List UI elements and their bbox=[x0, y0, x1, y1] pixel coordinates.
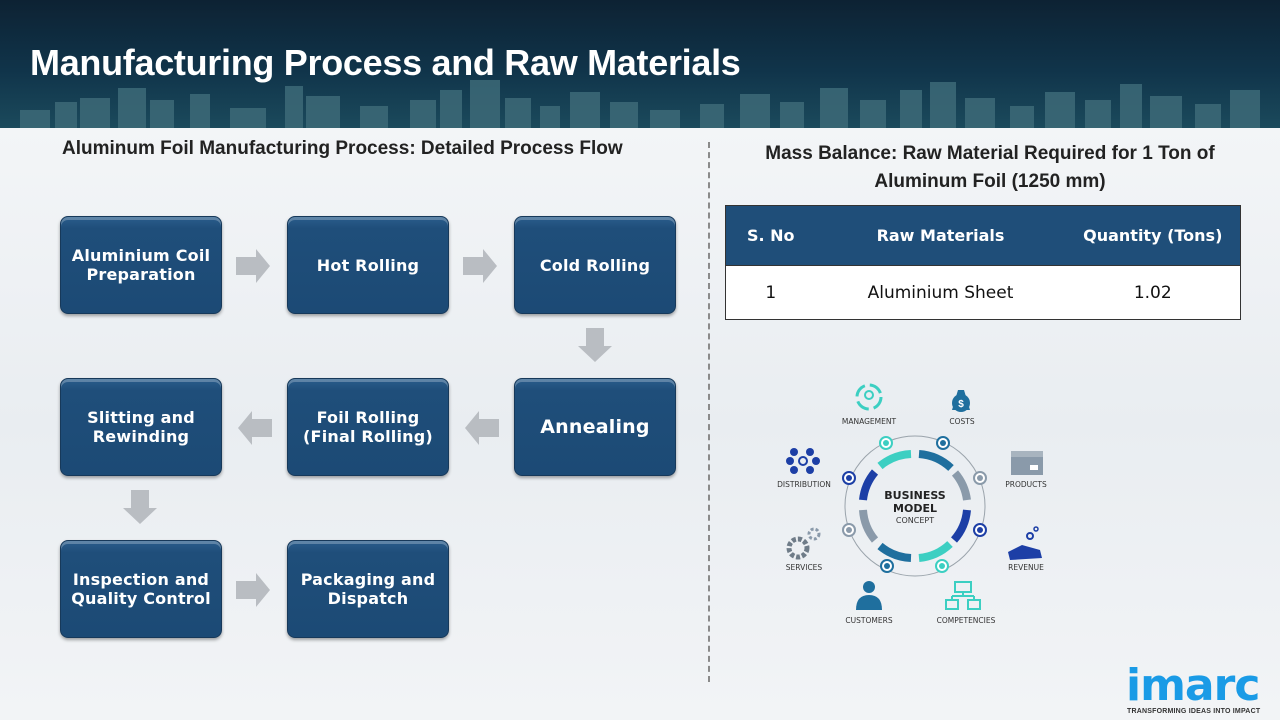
bm-center-line2: MODEL bbox=[893, 502, 937, 515]
process-step-coil-preparation: Aluminium Coil Preparation bbox=[60, 216, 222, 314]
box-icon bbox=[1011, 451, 1043, 475]
network-nodes-icon bbox=[786, 448, 820, 474]
arrow-left-icon bbox=[238, 411, 272, 445]
table-cell-material: Aluminium Sheet bbox=[815, 265, 1066, 320]
bm-label-costs: COSTS bbox=[949, 417, 975, 426]
svg-text:$: $ bbox=[958, 399, 964, 410]
process-step-slitting-rewinding: Slitting and Rewinding bbox=[60, 378, 222, 476]
arrow-right-icon bbox=[236, 249, 270, 283]
column-header: S. No bbox=[725, 205, 816, 266]
mass-balance-heading: Mass Balance: Raw Material Required for … bbox=[765, 143, 1215, 192]
gears-icon bbox=[786, 527, 821, 560]
page-title: Manufacturing Process and Raw Materials bbox=[30, 42, 741, 83]
org-chart-icon bbox=[945, 581, 981, 610]
business-model-ring: BUSINESS MODEL CONCEPT $ bbox=[786, 383, 1043, 610]
bm-label-services: SERVICES bbox=[785, 563, 823, 572]
arrow-down-icon bbox=[578, 328, 612, 362]
section-divider bbox=[708, 142, 710, 682]
hand-coin-icon bbox=[1008, 526, 1042, 560]
process-step-packaging: Packaging and Dispatch bbox=[287, 540, 449, 638]
money-bag-icon: $ bbox=[952, 390, 970, 412]
arrow-left-icon bbox=[465, 411, 499, 445]
table-cell-sno: 1 bbox=[725, 265, 816, 320]
mass-balance-table: S. No Raw Materials Quantity (Tons) 1 Al… bbox=[725, 205, 1241, 320]
logo-wordmark: imarc bbox=[1126, 660, 1260, 711]
column-header: Raw Materials bbox=[815, 205, 1066, 266]
business-model-graphic: BUSINESS MODEL CONCEPT $ MANAGEMENT COST… bbox=[770, 370, 1070, 630]
bm-label-products: PRODUCTS bbox=[1005, 480, 1047, 489]
table-header-row: S. No Raw Materials Quantity (Tons) bbox=[725, 205, 1241, 266]
imarc-logo: imarc TRANSFORMING IDEAS INTO IMPACT bbox=[1120, 652, 1280, 720]
table-cell-quantity: 1.02 bbox=[1065, 265, 1241, 320]
bm-label-management: MANAGEMENT bbox=[841, 417, 897, 426]
customer-person-icon bbox=[856, 581, 882, 610]
process-step-cold-rolling: Cold Rolling bbox=[514, 216, 676, 314]
bm-center-line3: CONCEPT bbox=[896, 516, 934, 525]
arrow-right-icon bbox=[463, 249, 497, 283]
process-step-hot-rolling: Hot Rolling bbox=[287, 216, 449, 314]
city-skyline-graphic bbox=[20, 80, 1260, 128]
bm-label-distribution: DISTRIBUTION bbox=[777, 480, 831, 489]
bm-label-competencies: COMPETENCIES bbox=[936, 616, 996, 625]
arrow-right-icon bbox=[236, 573, 270, 607]
process-flow-heading: Aluminum Foil Manufacturing Process: Det… bbox=[62, 138, 623, 159]
column-header: Quantity (Tons) bbox=[1065, 205, 1241, 266]
bm-label-revenue: REVENUE bbox=[1008, 563, 1044, 572]
logo-tagline: TRANSFORMING IDEAS INTO IMPACT bbox=[1127, 708, 1261, 715]
process-step-annealing: Annealing bbox=[514, 378, 676, 476]
header-banner: Manufacturing Process and Raw Materials bbox=[0, 0, 1280, 128]
arrow-down-icon bbox=[123, 490, 157, 524]
table-row: 1 Aluminium Sheet 1.02 bbox=[725, 265, 1241, 320]
process-step-foil-rolling: Foil Rolling (Final Rolling) bbox=[287, 378, 449, 476]
lightbulb-cycle-icon bbox=[855, 383, 883, 411]
bm-label-customers: CUSTOMERS bbox=[845, 616, 893, 625]
process-step-inspection: Inspection and Quality Control bbox=[60, 540, 222, 638]
bm-center-line1: BUSINESS bbox=[884, 489, 945, 502]
